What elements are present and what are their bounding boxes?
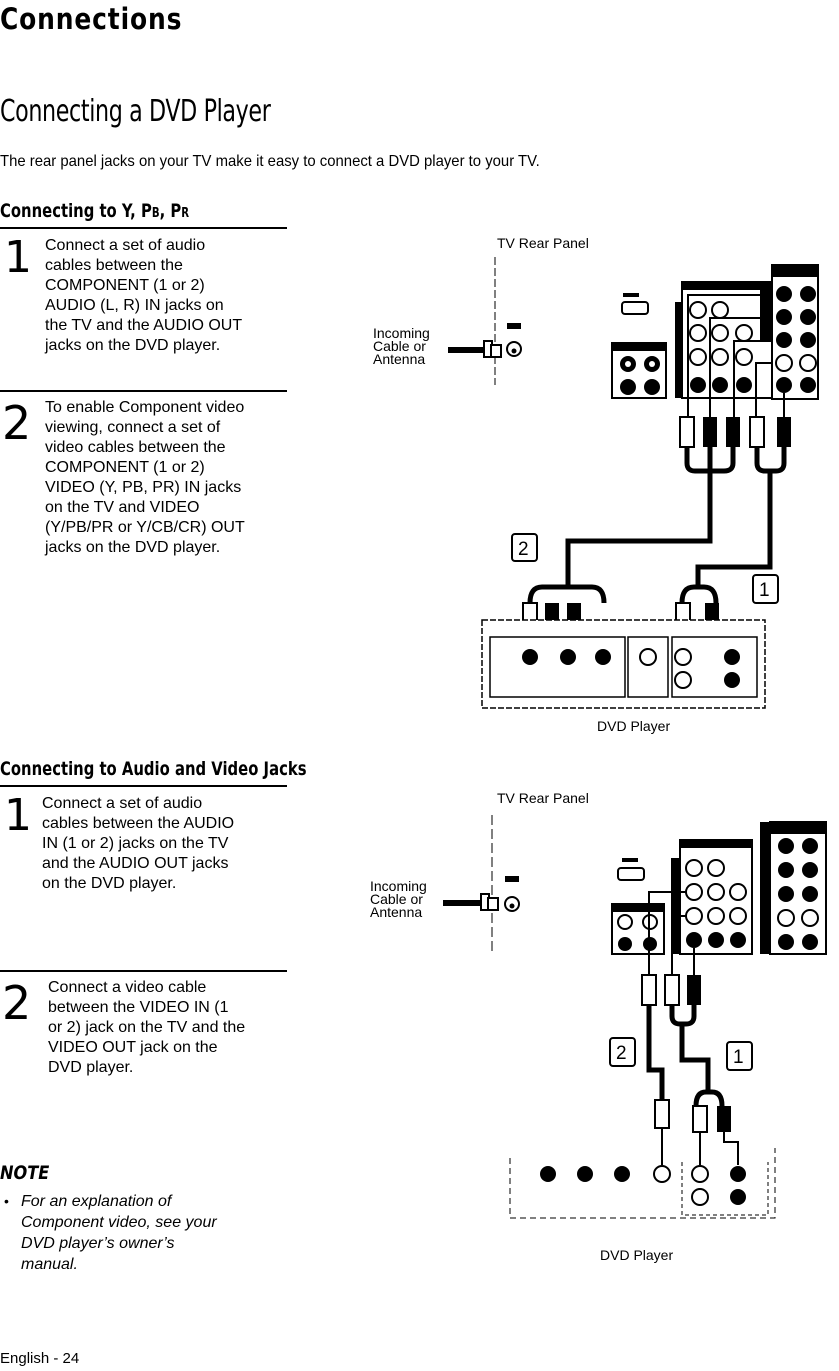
step-line: video cables between the bbox=[45, 439, 226, 456]
section-divider bbox=[0, 785, 287, 787]
step-line: cables between the AUDIO bbox=[42, 815, 235, 832]
step-line: and the AUDIO OUT jacks bbox=[42, 855, 229, 872]
callout-2: 2 bbox=[609, 1037, 636, 1067]
step-line: Connect a set of audio bbox=[45, 237, 206, 254]
cables bbox=[646, 1005, 725, 1107]
callout-1: 1 bbox=[752, 574, 779, 604]
component-connection-diagram: TV Rear Panel Incoming Cable or Antenna bbox=[373, 235, 819, 734]
step-line: AUDIO (L, R) IN jacks on bbox=[45, 297, 224, 314]
connection-arrows bbox=[687, 294, 785, 417]
antenna-connector-icon bbox=[448, 323, 522, 358]
step-line: IN (1 or 2) jacks on the TV bbox=[42, 835, 229, 852]
step-text: To enable Component video viewing, conne… bbox=[45, 398, 305, 558]
callout-number: 2 bbox=[616, 1043, 627, 1064]
incoming-label-line: Antenna bbox=[373, 351, 425, 367]
service-port-icon bbox=[621, 301, 649, 315]
note-bullet: • bbox=[4, 1193, 9, 1209]
step-line: cables between the bbox=[45, 257, 183, 274]
callout-1: 1 bbox=[726, 1041, 753, 1071]
note-line: For an explanation of bbox=[21, 1193, 172, 1210]
note-line: Component video, see your bbox=[21, 1214, 217, 1231]
callout-number: 2 bbox=[518, 539, 529, 560]
connection-arrows bbox=[648, 891, 695, 975]
step-number: 1 bbox=[4, 232, 32, 283]
step-text: Connect a set of audio cables between th… bbox=[45, 236, 305, 356]
step-number: 2 bbox=[2, 396, 32, 450]
step-line: COMPONENT (1 or 2) bbox=[45, 459, 205, 476]
step-line: the TV and the AUDIO OUT bbox=[45, 317, 243, 334]
incoming-label-line: Cable or bbox=[370, 891, 423, 907]
step-line: on the TV and VIDEO bbox=[45, 499, 200, 516]
step-text: Connect a set of audio cables between th… bbox=[42, 794, 302, 894]
step-line: To enable Component video bbox=[45, 399, 245, 416]
step-line: (Y/PB/PR or Y/CB/CR) OUT bbox=[45, 519, 245, 536]
title-part: , P bbox=[159, 200, 182, 222]
audio-video-connection-diagram: TV Rear Panel Incoming Cable or Antenna bbox=[370, 790, 827, 1263]
note-line: manual. bbox=[21, 1256, 78, 1273]
section-divider bbox=[0, 227, 287, 229]
page-footer: English - 24 bbox=[0, 1350, 80, 1367]
service-port-icon bbox=[617, 867, 645, 881]
step-line: VIDEO (Y, PB, PR) IN jacks bbox=[45, 479, 242, 496]
step-line: viewing, connect a set of bbox=[45, 419, 221, 436]
incoming-label-line: Cable or bbox=[373, 338, 426, 354]
step-line: COMPONENT (1 or 2) bbox=[45, 277, 205, 294]
dvd-player-panel bbox=[481, 619, 766, 709]
step-line: between the VIDEO IN (1 bbox=[48, 999, 229, 1016]
step-line: Connect a set of audio bbox=[42, 795, 203, 812]
step-line: jacks on the DVD player. bbox=[45, 539, 221, 556]
step-line: jacks on the DVD player. bbox=[45, 337, 221, 354]
step-line: DVD player. bbox=[48, 1059, 134, 1076]
tv-jack-panel bbox=[611, 264, 819, 400]
tv-side-plugs bbox=[641, 974, 701, 1006]
page-subtitle: Connecting a DVD Player bbox=[0, 94, 271, 129]
incoming-label-line: Antenna bbox=[370, 904, 422, 920]
callout-2: 2 bbox=[511, 533, 538, 562]
dvd-player-label: DVD Player bbox=[600, 1247, 673, 1263]
dvd-side-plugs bbox=[654, 1099, 731, 1133]
title-part-sub: B bbox=[151, 206, 160, 221]
intro-text: The rear panel jacks on your TV make it … bbox=[0, 153, 540, 170]
dvd-player-panel bbox=[509, 1148, 776, 1219]
tv-jack-panel bbox=[611, 821, 827, 955]
step-line: on the DVD player. bbox=[42, 875, 177, 892]
dvd-player-label: DVD Player bbox=[597, 718, 670, 734]
step-number: 2 bbox=[2, 976, 32, 1030]
section-title-component: Connecting to Y, PB, PR bbox=[0, 200, 189, 222]
dvd-arrows bbox=[661, 1128, 739, 1165]
step-text: Connect a video cable between the VIDEO … bbox=[48, 978, 298, 1078]
title-part: Connecting to Y, P bbox=[0, 200, 152, 222]
callout-number: 1 bbox=[733, 1047, 744, 1068]
tv-rear-panel-label: TV Rear Panel bbox=[497, 790, 589, 806]
antenna-connector-icon bbox=[443, 876, 520, 912]
tv-rear-panel-label: TV Rear Panel bbox=[497, 235, 589, 251]
note-text: For an explanation of Component video, s… bbox=[21, 1191, 261, 1275]
cables bbox=[527, 447, 787, 604]
note-line: DVD player’s owner’s bbox=[21, 1235, 175, 1252]
note-title: NOTE bbox=[0, 1162, 50, 1184]
step-divider bbox=[0, 390, 287, 392]
callout-number: 1 bbox=[759, 580, 770, 601]
incoming-label-line: Incoming bbox=[370, 878, 427, 894]
section-title-audio-video: Connecting to Audio and Video Jacks bbox=[0, 758, 307, 780]
tv-side-plugs bbox=[679, 416, 791, 448]
step-line: Connect a video cable bbox=[48, 979, 207, 996]
step-number: 1 bbox=[4, 790, 32, 841]
page-title: Connections bbox=[0, 2, 183, 36]
title-part-sub: R bbox=[181, 206, 190, 221]
incoming-label-line: Incoming bbox=[373, 325, 430, 341]
step-line: VIDEO OUT jack on the bbox=[48, 1039, 218, 1056]
step-line: or 2) jack on the TV and the bbox=[48, 1019, 246, 1036]
step-divider bbox=[0, 970, 287, 972]
